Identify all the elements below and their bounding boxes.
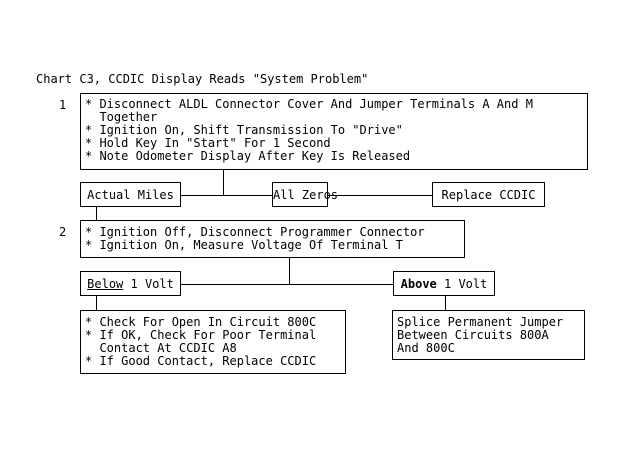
below-actions-box: * Check For Open In Circuit 800C * If OK…	[80, 310, 346, 374]
connector-zeros-replace	[328, 195, 432, 196]
above-actions-box: Splice Permanent Jumper Between Circuits…	[392, 310, 585, 360]
connector-miles-step2	[96, 207, 97, 220]
below-action-line: Contact At CCDIC A8	[85, 341, 237, 355]
outcome-below-1-volt-box: Below 1 Volt	[80, 271, 181, 296]
below-action-line: * Check For Open In Circuit 800C	[85, 315, 317, 329]
step2-line: * Ignition On, Measure Voltage Of Termin…	[85, 238, 403, 252]
connector-above-actions	[445, 296, 446, 310]
outcome-actual-miles-label: Actual Miles	[87, 188, 174, 202]
below-rest: 1 Volt	[123, 277, 174, 291]
connector-below-above	[181, 284, 393, 285]
outcome-below-1-volt-label: Below 1 Volt	[81, 278, 180, 291]
step1-line: * Disconnect ALDL Connector Cover And Ju…	[85, 97, 533, 111]
step2-line: * Ignition Off, Disconnect Programmer Co…	[85, 225, 425, 239]
outcome-replace-ccdic-label: Replace CCDIC	[441, 188, 536, 202]
step1-line: * Hold Key In "Start" For 1 Second	[85, 136, 331, 150]
outcome-above-1-volt-label: Above 1 Volt	[394, 278, 494, 291]
step2-box: * Ignition Off, Disconnect Programmer Co…	[80, 220, 465, 258]
step1-line: Together	[85, 110, 158, 124]
step1-box: * Disconnect ALDL Connector Cover And Ju…	[80, 93, 588, 170]
chart-title: Chart C3, CCDIC Display Reads "System Pr…	[36, 72, 369, 86]
step1-line: * Ignition On, Shift Transmission To "Dr…	[85, 123, 403, 137]
connector-step1-down	[223, 170, 224, 196]
step-number-1: 1	[59, 98, 67, 112]
connector-step2-down	[289, 258, 290, 284]
below-emphasis: Below	[87, 277, 124, 291]
outcome-replace-ccdic-box: Replace CCDIC	[432, 182, 545, 207]
step1-line: * Note Odometer Display After Key Is Rel…	[85, 149, 411, 163]
above-action-line: Between Circuits 800A	[397, 328, 549, 342]
outcome-above-1-volt-box: Above 1 Volt	[393, 271, 495, 296]
above-rest: 1 Volt	[436, 277, 488, 291]
outcome-actual-miles-box: Actual Miles	[80, 182, 181, 207]
connector-miles-zeros	[181, 195, 272, 196]
above-action-line: Splice Permanent Jumper	[397, 315, 564, 329]
connector-below-actions	[96, 296, 97, 310]
step-number-2: 2	[59, 225, 67, 239]
below-action-line: * If OK, Check For Poor Terminal	[85, 328, 317, 342]
below-action-line: * If Good Contact, Replace CCDIC	[85, 354, 317, 368]
outcome-all-zeros-box: All Zeros	[272, 182, 339, 207]
outcome-all-zeros-label: All Zeros	[273, 188, 339, 202]
above-action-line: And 800C	[397, 341, 455, 355]
above-emphasis: Above	[400, 277, 437, 291]
